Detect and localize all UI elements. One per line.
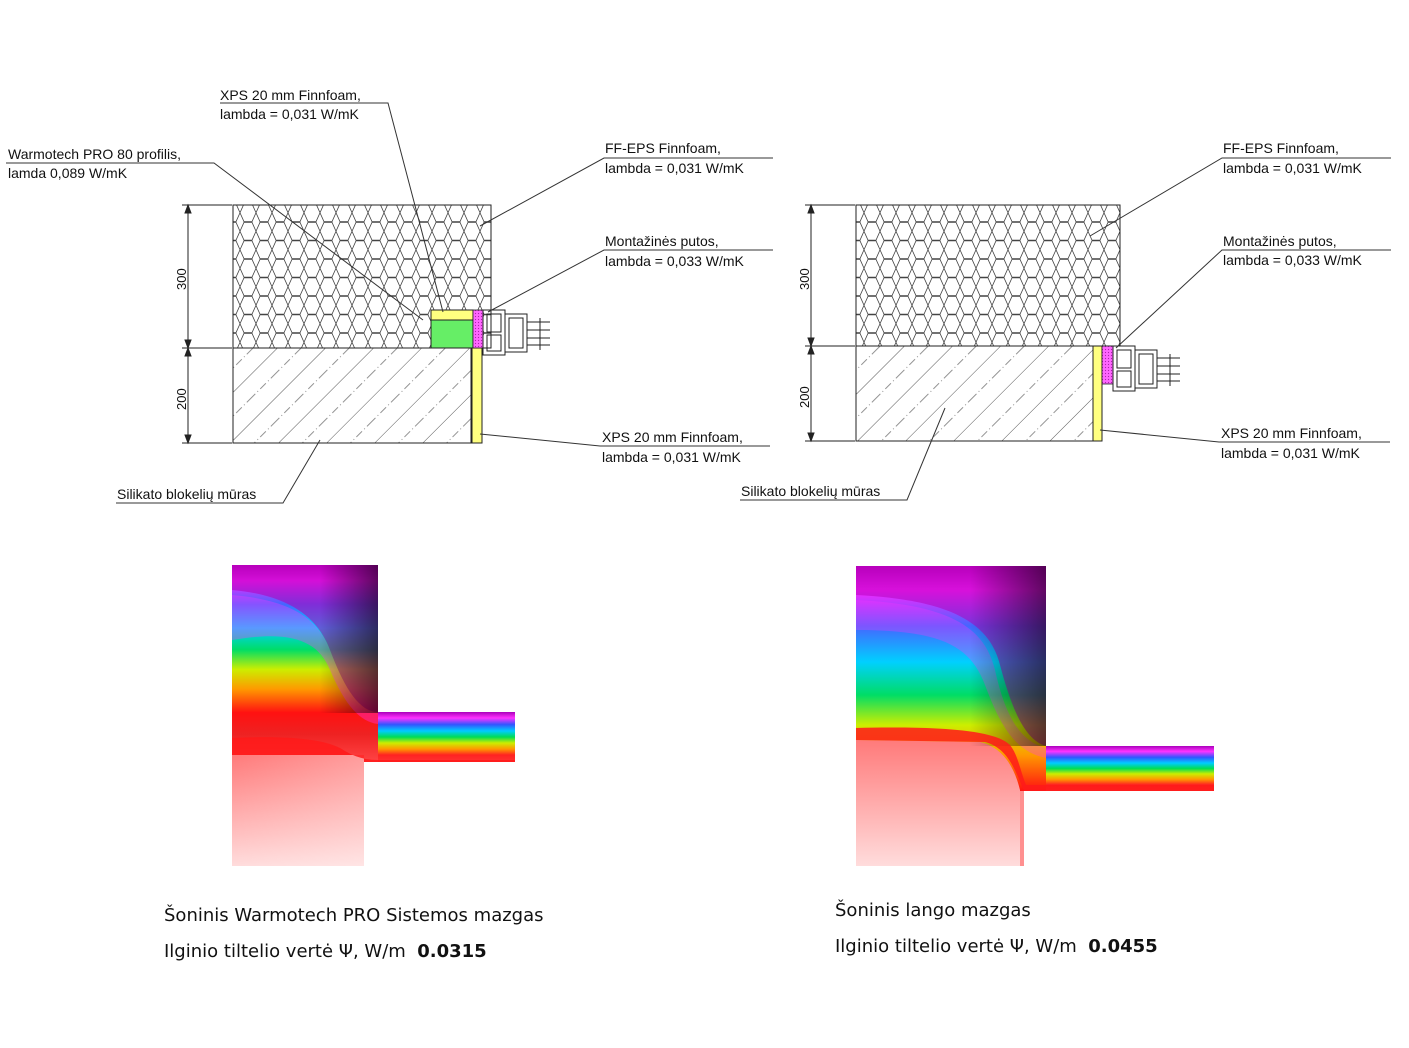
right-label-masonry: Silikato blokelių mūras	[741, 483, 880, 499]
left-thermal-map	[232, 565, 515, 866]
left-construction-drawing: 300 200	[6, 87, 773, 504]
right-label-foam-2: lambda = 0,033 W/mK	[1223, 252, 1363, 268]
right-caption-title: Šoninis lango mazgas	[835, 900, 1031, 921]
right-xps-strip	[1092, 345, 1103, 442]
left-label-warmotech-1: Warmotech PRO 80 profilis,	[8, 146, 181, 162]
right-dim-300: 300	[797, 268, 812, 290]
left-caption-value-line: Ilginio tiltelio vertė Ψ, W/m 0.0315	[164, 941, 487, 962]
left-label-ff-eps-2: lambda = 0,031 W/mK	[605, 160, 745, 176]
right-dimension-lines	[805, 203, 855, 443]
left-value-label: Ilginio tiltelio vertė Ψ, W/m	[164, 941, 406, 962]
left-label-xps-bottom-1: XPS 20 mm Finnfoam,	[602, 429, 743, 445]
left-label-ff-eps-1: FF-EPS Finnfoam,	[605, 140, 721, 156]
right-psi-value: 0.0455	[1088, 936, 1158, 957]
right-caption-value-line: Ilginio tiltelio vertė Ψ, W/m 0.0455	[835, 936, 1158, 957]
right-label-foam-1: Montažinės putos,	[1223, 233, 1337, 249]
right-leader-lines	[740, 157, 1391, 501]
left-label-xps-bottom-2: lambda = 0,031 W/mK	[602, 449, 742, 465]
left-xps-top	[430, 309, 474, 321]
right-masonry	[855, 345, 1094, 442]
right-label-xps-bottom-1: XPS 20 mm Finnfoam,	[1221, 425, 1362, 441]
left-psi-value: 0.0315	[417, 941, 487, 962]
left-dimension-lines	[182, 203, 232, 445]
right-construction-drawing: 300 200 FF-EPS Finnfoam, lambda = 0,031 …	[740, 140, 1391, 501]
left-label-xps-top-2: lambda = 0,031 W/mK	[220, 106, 360, 122]
right-thermal-map	[856, 566, 1214, 866]
left-dim-200: 200	[174, 388, 189, 410]
right-window-frame	[1112, 345, 1180, 392]
left-label-warmotech-2: lamda 0,089 W/mK	[8, 165, 128, 181]
right-label-ff-eps-2: lambda = 0,031 W/mK	[1223, 160, 1363, 176]
left-label-xps-top-1: XPS 20 mm Finnfoam,	[220, 87, 361, 103]
left-mounting-foam	[472, 309, 484, 349]
right-eps-insulation	[855, 204, 1121, 347]
right-mounting-foam	[1101, 345, 1114, 385]
left-caption-title: Šoninis Warmotech PRO Sistemos mazgas	[164, 905, 544, 926]
left-leader-lines	[6, 102, 773, 504]
right-label-ff-eps-1: FF-EPS Finnfoam,	[1223, 140, 1339, 156]
right-dim-200: 200	[797, 386, 812, 408]
right-value-label: Ilginio tiltelio vertė Ψ, W/m	[835, 936, 1077, 957]
left-window-frame	[482, 309, 550, 356]
left-label-masonry: Silikato blokelių mūras	[117, 486, 256, 502]
left-warmotech-profile	[430, 319, 474, 349]
left-dim-300: 300	[174, 268, 189, 290]
left-masonry	[232, 347, 472, 444]
left-label-foam-2: lambda = 0,033 W/mK	[605, 253, 745, 269]
left-xps-strip	[471, 347, 483, 444]
left-label-foam-1: Montažinės putos,	[605, 233, 719, 249]
right-label-xps-bottom-2: lambda = 0,031 W/mK	[1221, 445, 1361, 461]
